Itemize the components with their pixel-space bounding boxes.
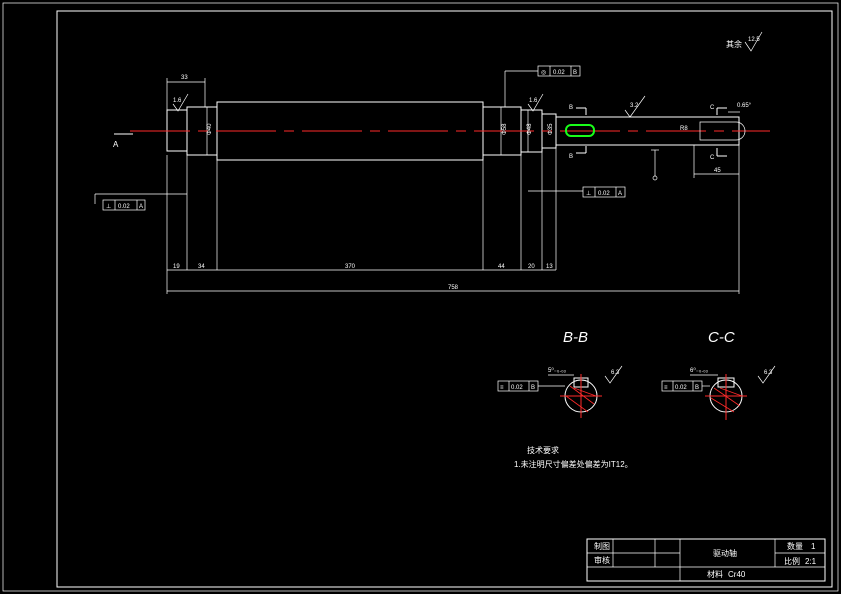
tb-qty-value: 1 (811, 542, 816, 551)
tol-right-symbol: ⊥ (586, 190, 591, 197)
inner-frame (56, 10, 833, 588)
tol-top-datum: B (573, 70, 577, 76)
tech-req-line1: 1.未注明尺寸偏差处偏差为IT12。 (514, 459, 633, 469)
section-cc-title: C-C (708, 329, 735, 346)
roughness-key-icon (624, 95, 646, 118)
section-b-bottom: B (569, 154, 573, 160)
tb-qty-label: 数量 (787, 541, 803, 551)
dim-r-end: R8 (680, 126, 688, 132)
tol-top-value: 0.02 (553, 70, 565, 76)
dim-dia-mid: Φ58 (502, 123, 508, 135)
dim-13: 13 (546, 264, 553, 270)
tol-bb-datum: B (531, 385, 535, 391)
dimension-lines (166, 78, 740, 294)
section-markers: B B C C (569, 105, 727, 181)
other-surfaces-label: 其余 (726, 39, 742, 49)
tb-material-label: 材料 (707, 569, 723, 579)
section-cc: ≡ 0.02 B 6⁰₋₀.₀₃ 6.3 (661, 365, 776, 420)
dim-45: 45 (714, 168, 721, 174)
roughness-symbol-icon (744, 31, 763, 52)
roughness-value: 12.5 (748, 37, 760, 43)
section-b-top: B (569, 105, 573, 111)
tol-cc-datum: B (695, 385, 699, 391)
section-bb-title: B-B (563, 329, 588, 346)
title-block (586, 538, 826, 582)
dim-33: 33 (181, 75, 188, 81)
dim-dia-bearing: Φ40 (207, 123, 213, 135)
tb-material-value: Cr40 (728, 570, 746, 579)
tol-left-symbol: ⊥ (106, 203, 111, 210)
dim-20: 20 (528, 264, 535, 270)
roughness-cc-icon (757, 365, 776, 384)
tb-scale-label: 比例 (784, 556, 800, 566)
tb-draw-label: 制图 (594, 541, 610, 551)
roughness-mid-value: 1.6 (529, 98, 538, 104)
dim-dia-right: Φ35 (548, 123, 554, 135)
roughness-mid-icon (527, 93, 544, 112)
shaft-view (130, 101, 770, 161)
roughness-bb-value: 6.3 (611, 370, 620, 376)
datum-a: A (113, 133, 133, 149)
tol-right-value: 0.02 (598, 191, 610, 197)
roughness-note: 其余 12.5 (726, 31, 763, 52)
tol-bb-symbol: ≡ (500, 385, 504, 391)
tolerance-frame-right: ⊥ 0.02 A (528, 186, 626, 198)
roughness-key-value: 3.2 (630, 103, 639, 109)
tol-right-datum: A (618, 191, 622, 197)
tol-cc-value: 0.02 (675, 385, 687, 391)
dim-key-b: 5⁰₋₀.₀₃ (548, 367, 567, 374)
section-c-bottom: C (710, 155, 715, 161)
roughness-left-value: 1.6 (173, 98, 182, 104)
roughness-left-icon (172, 93, 189, 112)
tech-req-title: 技术要求 (527, 445, 559, 455)
dim-overall: 758 (448, 285, 459, 291)
dim-44: 44 (498, 264, 505, 270)
tol-top-symbol: ◎ (541, 70, 546, 76)
dim-370: 370 (345, 264, 356, 270)
tol-cc-symbol: ≡ (664, 385, 668, 391)
tol-bb-value: 0.02 (511, 385, 523, 391)
tb-part-name: 驱动轴 (713, 548, 737, 558)
keyway-slot (565, 124, 595, 137)
dim-34: 34 (198, 264, 205, 270)
tol-left-value: 0.02 (118, 204, 130, 210)
tb-scale-value: 2:1 (805, 557, 817, 566)
roughness-cc-value: 6.3 (764, 370, 773, 376)
end-keyway (699, 121, 746, 141)
section-bb: ≡ 0.02 B 5⁰₋₀.₀₃ 6.3 (497, 365, 623, 418)
section-c-top: C (710, 105, 715, 111)
tolerance-frame-left: ⊥ 0.02 A (94, 193, 187, 211)
dim-dia-main: Φ48 (527, 123, 533, 135)
roughness-marks: 1.6 1.6 3.2 (172, 93, 646, 118)
tolerance-frame-top: ◎ 0.02 B (504, 65, 581, 107)
dim-key-c: 6⁰₋₀.₀₃ (690, 367, 709, 374)
dim-angle: 0.65° (737, 103, 752, 109)
roughness-bb-icon (604, 365, 623, 384)
tol-left-datum: A (139, 204, 143, 210)
datum-a-label: A (113, 140, 119, 149)
tb-check-label: 审核 (594, 555, 610, 565)
dim-19: 19 (173, 264, 180, 270)
